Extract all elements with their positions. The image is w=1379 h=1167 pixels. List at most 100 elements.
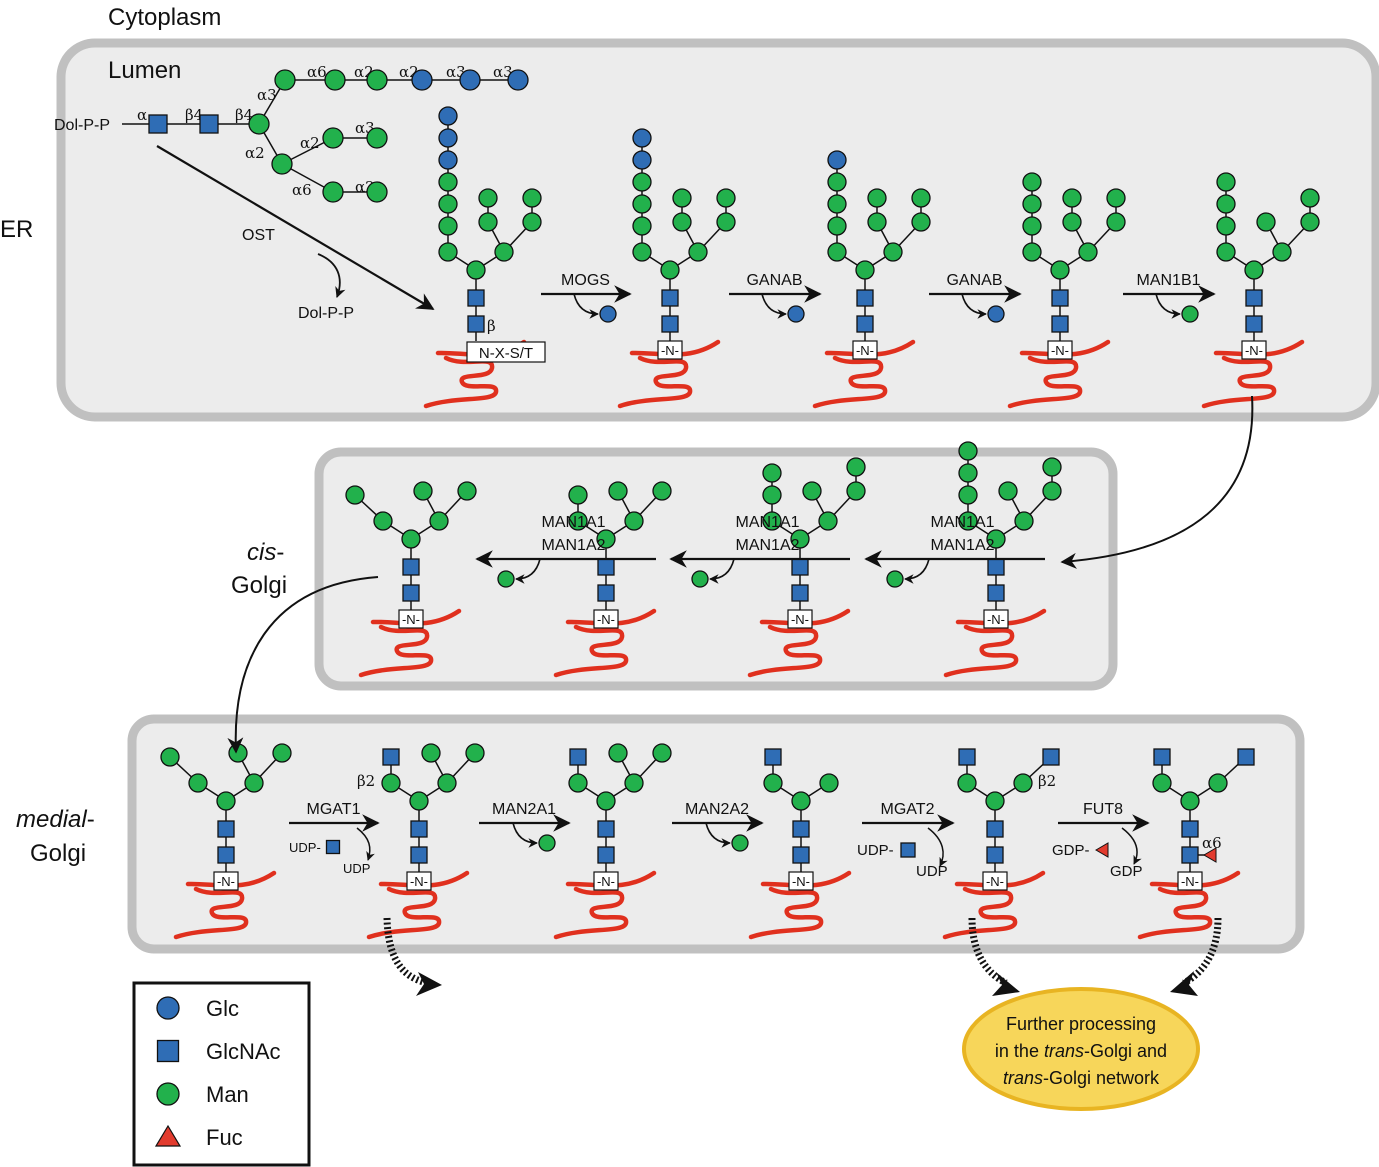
mannose-circle [624,773,644,793]
linkage-label: β4 [235,106,253,124]
mannose-circle [1181,305,1199,323]
glcnac-square [1051,289,1069,307]
release-arrow [709,558,735,584]
legend-label: Glc [206,996,239,1021]
mannose-circle [652,743,672,763]
glcnac-square [569,748,587,766]
mannose-circle [465,743,485,763]
dol-pp-label: Dol-P-P [54,117,110,134]
enzyme-label: MAN1B1 [1136,272,1200,289]
mannose-circle [608,481,628,501]
asparagine-label: -N- [1051,343,1069,358]
glcnac-square [987,558,1005,576]
glcnac-square [1237,748,1255,766]
glucose-circle [411,69,433,91]
release-arrow [573,293,599,319]
legend-label: Fuc [206,1125,243,1150]
mannose-circle [248,113,270,135]
release-arrow [761,293,787,319]
asparagine-label: -N- [987,612,1005,627]
glycoprotein-structure: -N- [1007,172,1126,409]
mannose-circle [1050,260,1070,280]
mannose-circle [660,260,680,280]
mannose-circle [478,212,498,232]
enzyme-label: MGAT1 [307,801,361,818]
mannose-circle [272,743,292,763]
mannose-circle [1216,242,1236,262]
glcnac-square [791,558,809,576]
enzyme-label: MAN1A2 [735,537,799,554]
mannose-circle [413,481,433,501]
glycoprotein-structure: -N- [345,481,477,678]
release-arrow [1155,293,1181,319]
release-arrow [961,293,987,319]
mannose-circle [911,212,931,232]
glcnac-square [597,846,615,864]
release-arrow [356,827,375,861]
mannose-circle [596,529,616,549]
mannose-circle [1272,242,1292,262]
mannose-circle [216,791,236,811]
glcnac-square [199,114,219,134]
legend-glcnac-icon [156,1039,180,1063]
mannose-circle [731,834,749,852]
mannose-circle [1062,212,1082,232]
mannose-circle [608,743,628,763]
mannose-circle [522,188,542,208]
mannose-circle [819,773,839,793]
enzyme-label: GANAB [946,272,1002,289]
mannose-circle [228,743,248,763]
glcnac-square [217,846,235,864]
glucose-circle [827,150,847,170]
gdp-donor-label: GDP- [1052,842,1090,859]
mannose-circle [846,481,866,501]
mannose-circle [324,69,346,91]
glcnac-square [410,820,428,838]
glycoprotein-structure: -N- [617,128,736,409]
enzyme-label: MOGS [561,272,610,289]
glycoprotein-structure: -N- [812,150,931,409]
lumen-label: Lumen [108,57,181,84]
mannose-circle [429,511,449,531]
mannose-circle [1208,773,1228,793]
glucose-circle [987,305,1005,323]
mannose-circle [322,127,344,149]
asparagine-box [1177,871,1203,891]
asparagine-label: -N- [217,874,235,889]
mannose-circle [381,773,401,793]
mannose-circle [466,260,486,280]
glycoprotein-structure: -N- [553,481,672,678]
mannose-circle [1014,511,1034,531]
mannose-circle [688,242,708,262]
asparagine-label: -N- [986,874,1004,889]
glycoprotein-structure: -N- [1137,748,1255,940]
glcnac-square [467,315,485,333]
mannose-circle [763,773,783,793]
legend-fuc-icon [154,1124,182,1147]
linkage-label: β2 [357,772,375,790]
glcnac-square [856,289,874,307]
mannose-circle [366,181,388,203]
legend-label: Man [206,1082,249,1107]
mannose-circle [438,194,458,214]
mannose-circle [632,242,652,262]
mannose-circle [438,216,458,236]
linkage-label: β2 [1038,772,1056,790]
mannose-circle [1062,188,1082,208]
mannose-circle [632,194,652,214]
mannose-circle [867,212,887,232]
mannose-circle [886,570,904,588]
mannose-circle [1216,194,1236,214]
glcnac-square [402,584,420,602]
asparagine-box [398,609,424,629]
asparagine-label: -N- [402,612,420,627]
glycoprotein-structure: -N- [943,441,1062,678]
asparagine-box [852,340,878,360]
mannose-circle [790,529,810,549]
mannose-circle [818,511,838,531]
glcnac-square [792,820,810,838]
asparagine-box [982,871,1008,891]
release-arrow [705,822,731,848]
asparagine-label: -N- [597,612,615,627]
